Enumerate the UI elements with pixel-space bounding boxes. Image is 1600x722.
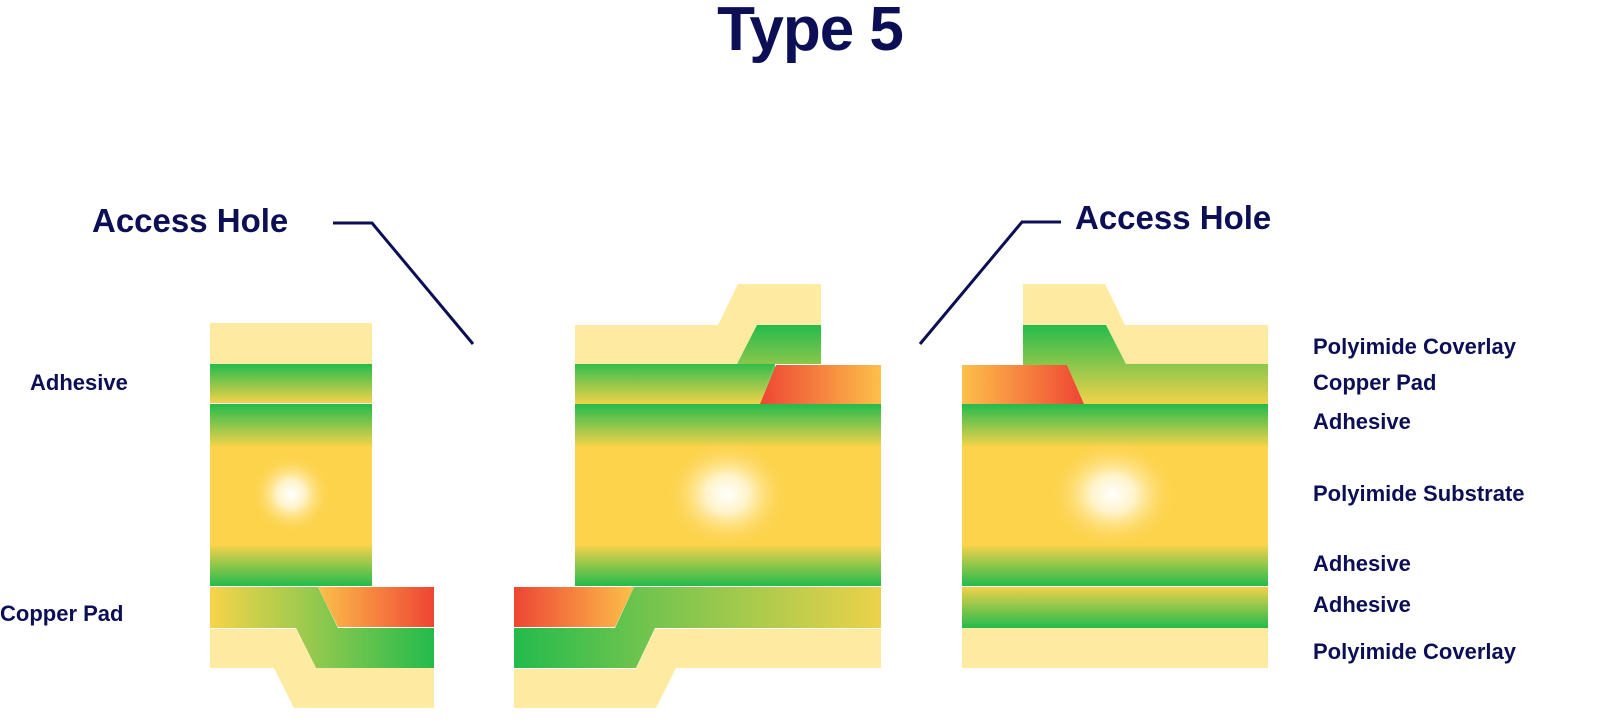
diagram-title: Type 5 [717,0,904,64]
adhesive-lower [210,546,372,586]
copper-pad-top [962,365,1084,404]
right-stack [962,284,1268,668]
coverlay-bottom [962,628,1268,668]
right-label-copper-pad: Copper Pad [1313,370,1437,395]
coverlay-bottom [514,629,881,708]
substrate-glow [251,454,331,534]
leader-line-right [918,220,1061,345]
copper-pad-top [760,365,881,404]
substrate-glow [665,440,789,548]
coverlay-top [1023,284,1268,364]
middle-stack [514,284,881,708]
adhesive-top [210,364,372,403]
coverlay-top [575,284,821,364]
left-label-adhesive: Adhesive [30,370,128,395]
copper-pad [318,587,434,627]
coverlay-top [210,323,372,364]
adhesive-top-fill [575,364,775,404]
adhesive-upper [575,404,881,446]
adhesive-step [210,587,434,668]
copper-pad-bottom [514,587,634,627]
adhesive-top [1023,325,1268,404]
adhesive-step [514,587,881,668]
right-label-polyimide-substrate: Polyimide Substrate [1313,481,1525,506]
left-label-copper-pad: Copper Pad [0,601,124,626]
left-stack [210,323,434,708]
leader-line-left [333,221,475,345]
substrate-glow [1049,440,1177,548]
right-label-adhesive-bottom: Adhesive [1313,592,1411,617]
adhesive-bottom [962,587,1268,628]
right-label-polyimide-coverlay-bottom: Polyimide Coverlay [1313,639,1516,664]
adhesive-lower [575,546,881,586]
adhesive-upper [962,404,1268,446]
adhesive-lower [962,546,1268,586]
right-label-adhesive-lower: Adhesive [1313,551,1411,576]
right-label-adhesive-upper: Adhesive [1313,409,1411,434]
adhesive-upper [210,404,372,446]
coverlay-bottom [210,629,434,708]
access-hole-label-right: Access Hole [1075,199,1272,236]
access-hole-label-left: Access Hole [92,202,289,239]
right-label-polyimide-coverlay-top: Polyimide Coverlay [1313,334,1516,359]
